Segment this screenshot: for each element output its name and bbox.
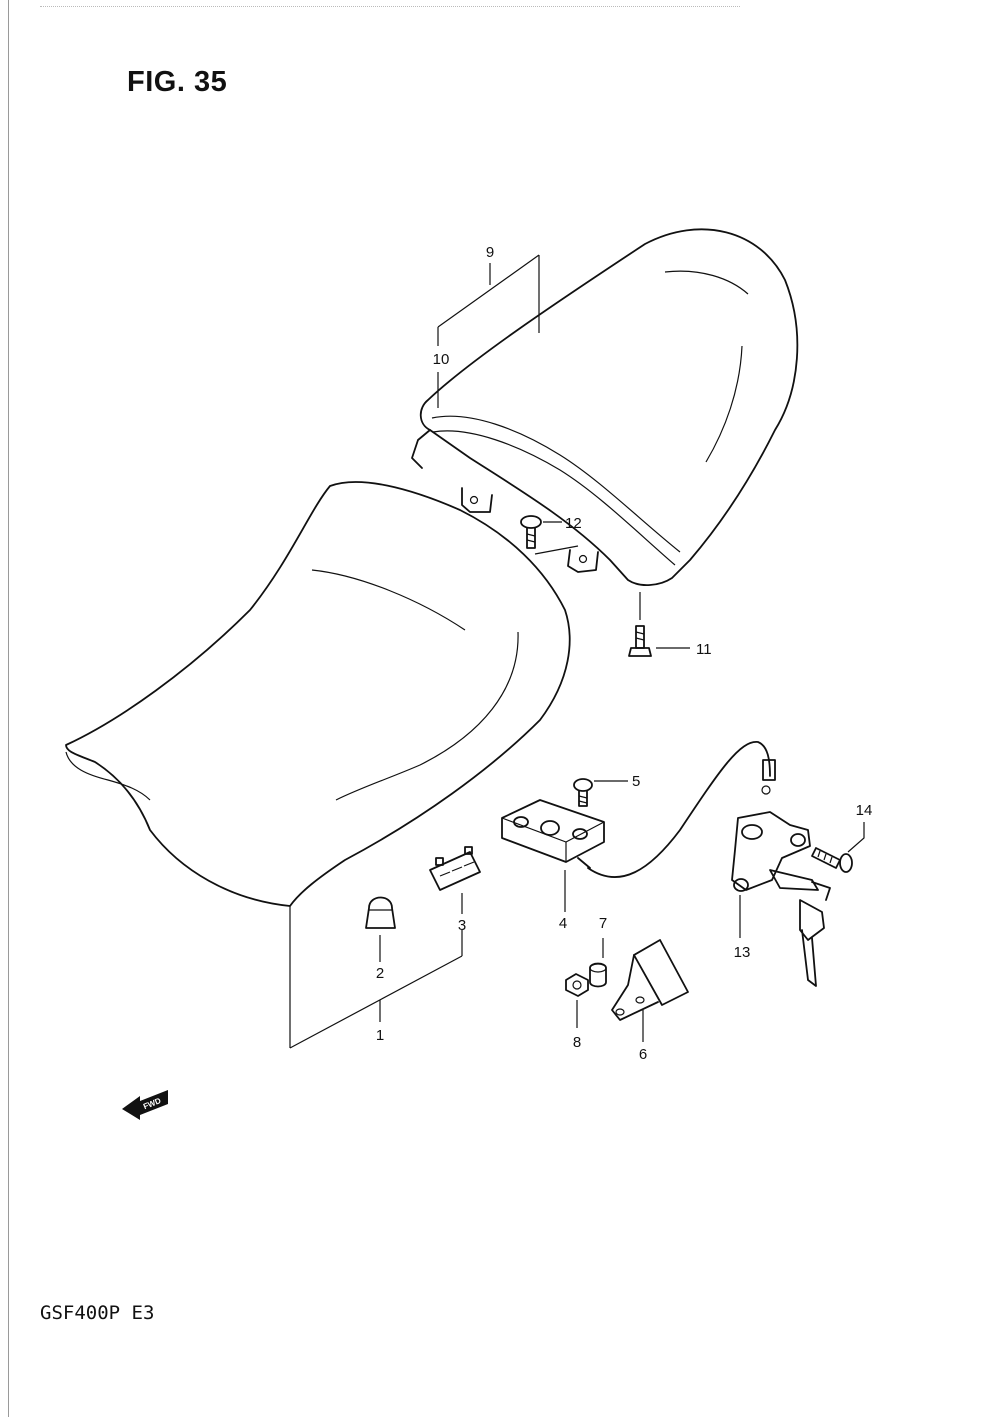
seat-lock-13 <box>731 785 831 987</box>
callout-7: 7 <box>599 915 607 932</box>
callout-10: 10 <box>433 351 450 368</box>
bracket-6 <box>611 939 689 1042</box>
page-edge-line <box>8 0 9 1417</box>
callout-bracket-9-10 <box>437 254 540 408</box>
callout-9: 9 <box>486 244 494 261</box>
seat-latch-4 <box>501 741 776 912</box>
model-code: GSF400P E3 <box>40 1302 155 1324</box>
callout-5: 5 <box>632 773 640 790</box>
callout-8: 8 <box>573 1034 581 1051</box>
callout-2: 2 <box>376 965 384 982</box>
callout-1: 1 <box>376 1027 384 1044</box>
screw-5 <box>573 778 628 807</box>
screw-14 <box>811 822 865 873</box>
damper-clip-3 <box>429 846 481 914</box>
callout-6: 6 <box>639 1046 647 1063</box>
callout-11: 11 <box>696 641 712 658</box>
bolt-11 <box>628 592 690 657</box>
callout-4: 4 <box>559 915 567 932</box>
callout-3: 3 <box>458 917 466 934</box>
figure-title: FIG. 35 <box>127 66 228 98</box>
callout-13: 13 <box>734 944 751 961</box>
front-seat <box>65 481 571 1048</box>
callout-12: 12 <box>565 515 582 532</box>
rubber-bumper-2 <box>365 896 396 929</box>
rear-seat <box>411 228 799 586</box>
screw-12 <box>520 515 579 555</box>
callout-14: 14 <box>856 802 873 819</box>
nut-8 <box>565 973 589 1028</box>
callout-bracket-1-2-3 <box>289 930 463 1049</box>
spacer-7 <box>589 938 607 988</box>
page-top-edge <box>40 6 740 8</box>
fwd-arrow-icon: FWD <box>122 1090 168 1120</box>
